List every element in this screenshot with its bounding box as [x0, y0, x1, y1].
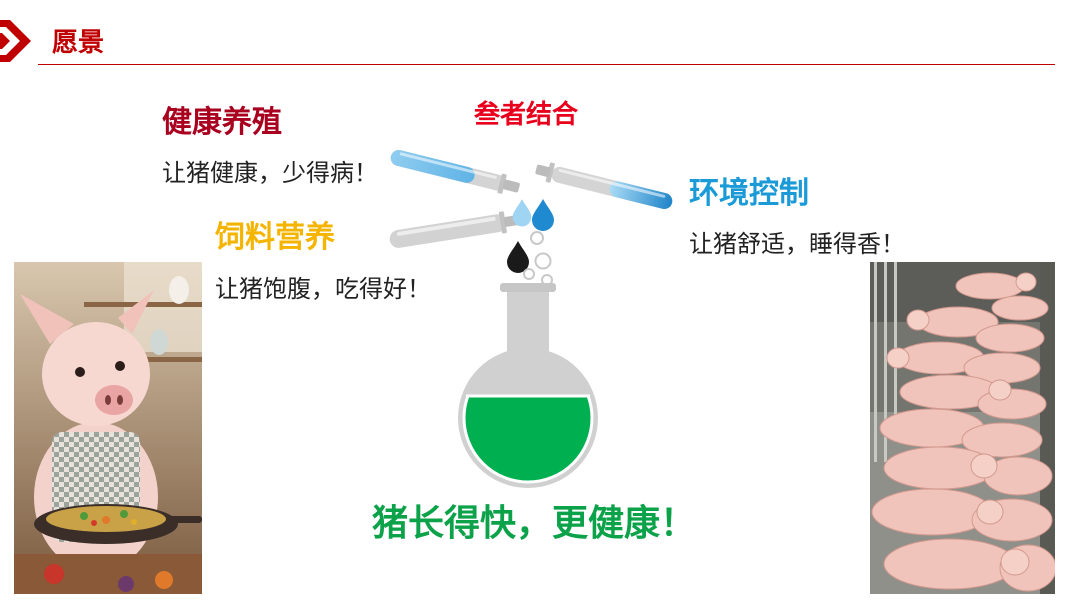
test-tube-icon	[535, 162, 673, 210]
environment-slogan: 让猪舒适，睡得香！	[689, 230, 905, 258]
title-divider	[38, 64, 1055, 65]
test-tube-icon	[390, 149, 520, 194]
combination-illustration	[389, 149, 673, 488]
piglet-heads	[886, 272, 1037, 576]
kitchen-counter	[14, 554, 202, 594]
piglets	[871, 272, 1055, 592]
flask-liquid	[462, 396, 594, 484]
chevron-right-icon	[0, 20, 31, 62]
drop-icon	[532, 199, 554, 231]
health-heading: 健康养殖	[162, 105, 282, 140]
pig-chef-photo	[14, 262, 202, 594]
test-tube-icon	[389, 211, 521, 248]
drop-icon	[507, 241, 529, 273]
feed-heading: 饲料营养	[215, 220, 335, 255]
piglets-pen-photo	[870, 262, 1055, 594]
health-slogan: 让猪健康，少得病！	[162, 159, 378, 187]
frying-pan	[34, 504, 202, 544]
page-title: 愿景	[52, 28, 105, 58]
feed-slogan: 让猪饱腹，吃得好！	[215, 275, 431, 303]
environment-heading: 环境控制	[689, 176, 809, 211]
drop-icon	[512, 199, 532, 227]
combination-label: 叁者结合	[474, 100, 579, 130]
flask-icon	[458, 283, 598, 488]
result-slogan: 猪长得快，更健康！	[372, 503, 697, 544]
